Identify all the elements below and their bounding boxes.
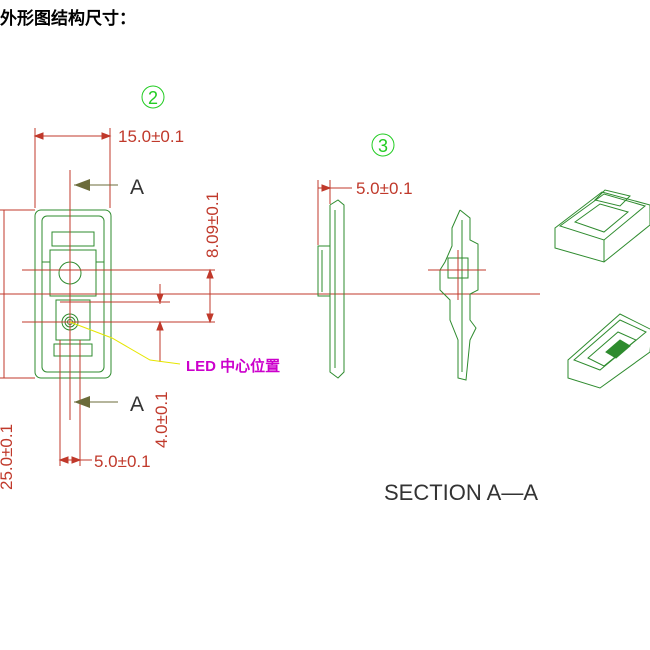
front-led-cavity — [55, 299, 91, 341]
dimension-side-thickness — [317, 180, 352, 245]
dimension-label-width-top: 15.0±0.1 — [118, 127, 184, 146]
centre-lines — [0, 170, 540, 420]
callout-part-2: 2 — [141, 85, 165, 109]
section-view — [439, 209, 479, 381]
dimension-label-led-offset: 4.0±0.1 — [152, 391, 171, 448]
section-marker-top — [74, 179, 118, 191]
iso-bottom-led — [605, 339, 631, 359]
section-marker-label-top: A — [130, 176, 144, 199]
front-top-slot — [51, 231, 95, 247]
dimension-label-height-right: 8.09±0.1 — [203, 192, 222, 258]
dimension-arrow — [33, 132, 44, 140]
dimension-arrow — [321, 184, 332, 192]
dimension-arrow — [206, 268, 214, 279]
iso-top-inner — [573, 203, 630, 233]
isometric-view-bottom — [567, 313, 650, 389]
dimension-height-right — [206, 268, 214, 324]
section-centre-lines — [428, 250, 486, 300]
isometric-view-top — [554, 189, 650, 263]
dimension-label-width-bottom: 5.0±0.1 — [94, 452, 151, 471]
iso-bottom-inner — [587, 331, 637, 367]
dimension-led-offset — [156, 284, 164, 362]
callout-part-3: 3 — [371, 133, 395, 157]
front-upper-cavity — [49, 249, 97, 297]
side-view — [317, 199, 345, 379]
side-protrusion — [317, 245, 331, 297]
iso-top-boss — [594, 189, 631, 207]
callout-circle — [371, 133, 395, 157]
page-heading: 外形图结构尺寸： — [0, 9, 136, 29]
iso-bottom-face — [573, 319, 647, 371]
side-outer-profile — [329, 199, 345, 379]
callout-number: 2 — [148, 88, 158, 108]
front-bottom-slot — [53, 343, 93, 357]
dimension-arrow — [58, 456, 69, 464]
dimension-arrow — [156, 320, 164, 331]
section-marker-label-bottom: A — [130, 393, 144, 416]
section-marker-bottom — [74, 396, 118, 408]
leader-line — [69, 321, 181, 365]
dimension-label-side-thickness: 5.0±0.1 — [356, 179, 413, 198]
section-title: SECTION A—A — [384, 480, 538, 505]
callout-circle — [141, 85, 165, 109]
led-center-label: LED 中心位置 — [186, 357, 280, 375]
dimension-arrow — [156, 293, 164, 304]
iso-top-outer — [554, 191, 650, 263]
section-arrow-head — [74, 396, 90, 408]
dimension-height-total — [0, 209, 35, 379]
led-leader — [69, 321, 181, 365]
dimension-label-height-total: 25.0±0.1 — [0, 424, 16, 490]
dimension-arrow — [206, 313, 214, 324]
dimension-arrow — [101, 132, 112, 140]
dimension-arrow — [71, 456, 82, 464]
callout-number: 3 — [378, 136, 388, 156]
dimension-width-top — [33, 128, 112, 208]
section-arrow-head — [74, 179, 90, 191]
section-profile — [439, 209, 479, 381]
iso-top-face — [558, 193, 647, 241]
